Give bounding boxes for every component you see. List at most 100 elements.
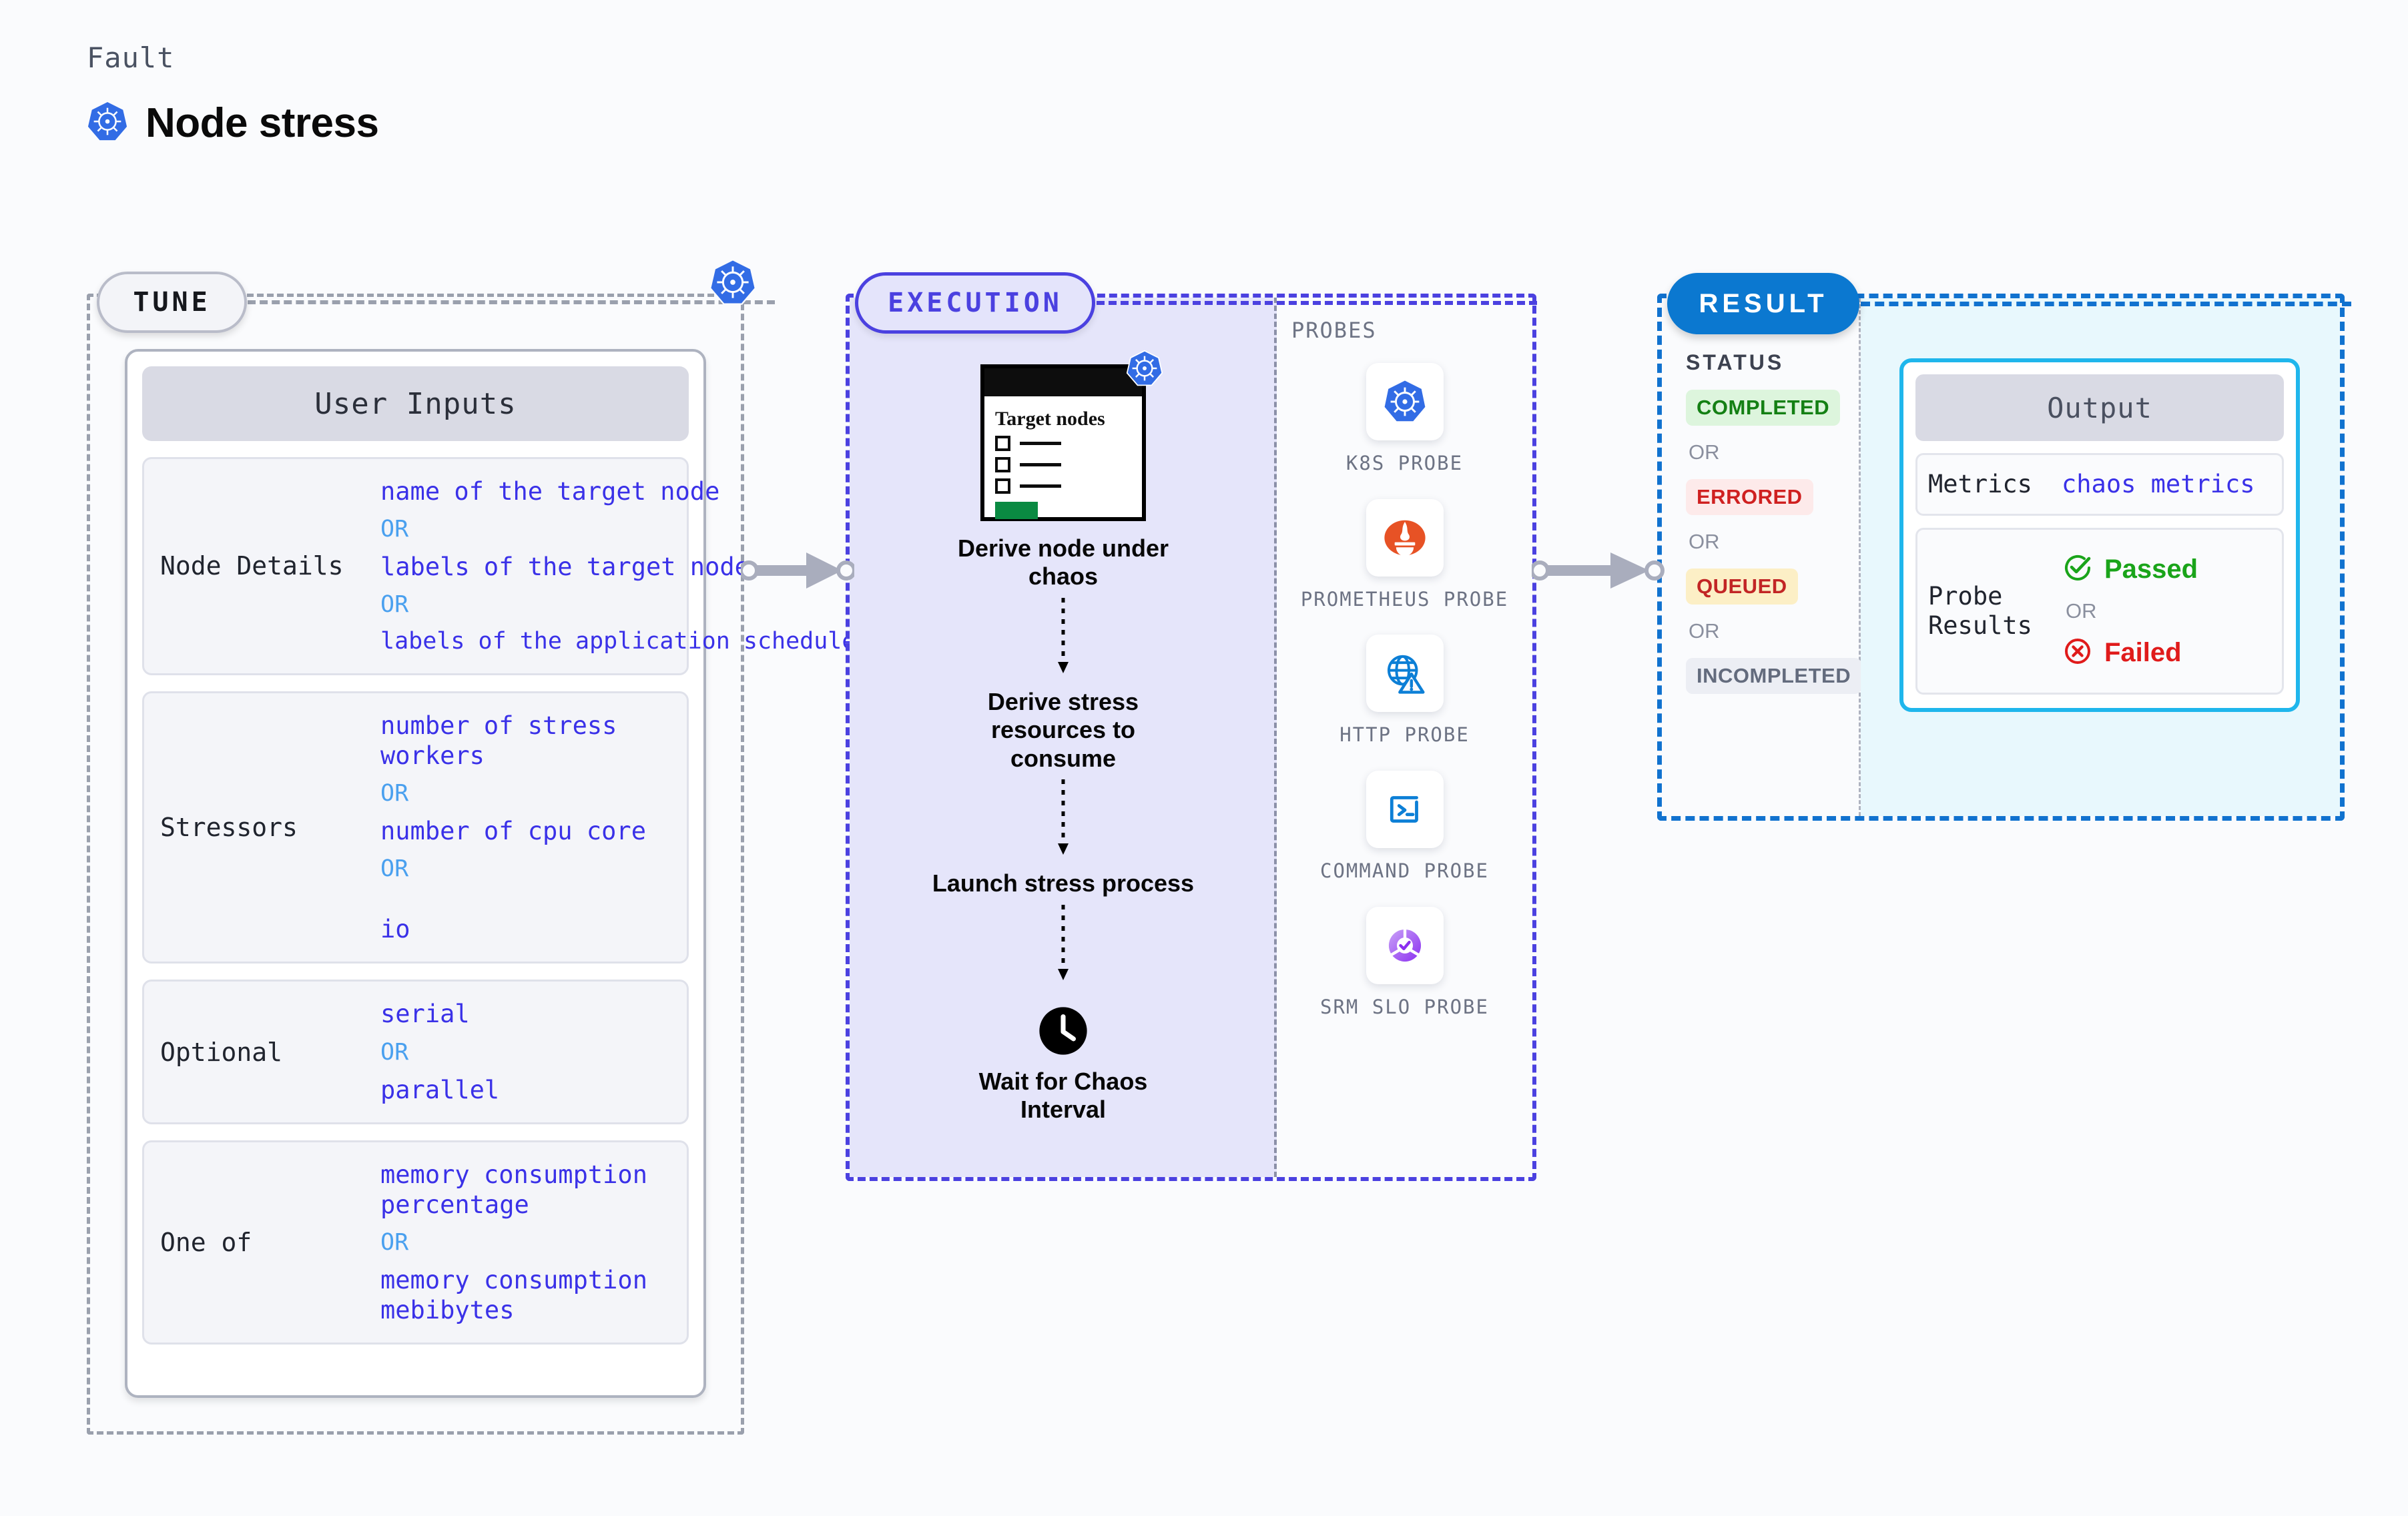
status-badge: QUEUED: [1686, 568, 1798, 605]
page-header: Fault Node stress: [87, 41, 379, 147]
prometheus-icon: [1366, 498, 1444, 577]
target-nodes-window-icon: Target nodes: [980, 350, 1163, 521]
output-zone: Output Metrics chaos metrics Probe Resul…: [1861, 298, 2340, 816]
user-inputs-title: User Inputs: [142, 366, 689, 441]
x-circle-icon: [2062, 635, 2094, 671]
input-value: number of cpu core: [380, 817, 646, 846]
output-label: Metrics: [1928, 470, 2032, 498]
tune-badge: TUNE: [97, 272, 247, 333]
or-separator: OR: [1689, 440, 1720, 464]
kubernetes-icon: [1366, 363, 1444, 440]
input-group-optional: Optional serial OR parallel: [142, 980, 689, 1124]
execution-top-dashed-line: [1097, 301, 1537, 305]
flow-step-label: Derive stress resources to consume: [987, 687, 1139, 772]
probe-name: PROMETHEUS PROBE: [1300, 587, 1509, 611]
status-column: STATUS COMPLETED OR ERRORED OR QUEUED OR…: [1662, 298, 1862, 816]
input-group-node-details: Node Details name of the target node OR …: [142, 457, 1079, 675]
or-separator: OR: [380, 855, 409, 883]
execution-flow: Target nodes: [850, 298, 1277, 1124]
status-badge: COMPLETED: [1686, 390, 1841, 426]
input-value: serial: [380, 1000, 470, 1029]
probe-result-label: Failed: [2104, 637, 2182, 667]
probe-result-failed: Failed: [2062, 635, 2198, 671]
flow-step-label: Derive node under chaos: [957, 534, 1169, 591]
line-placeholder: [1020, 484, 1061, 488]
checkbox-icon: [995, 478, 1010, 494]
or-separator: OR: [380, 1038, 409, 1066]
input-group-stressors: Stressors number of stress workers OR nu…: [142, 691, 689, 964]
mockup-title: Target nodes: [995, 408, 1105, 430]
clock-icon: [850, 1006, 1277, 1060]
probe-name: COMMAND PROBE: [1320, 859, 1489, 883]
terminal-icon: [1366, 771, 1444, 849]
input-value: io: [380, 915, 410, 944]
input-group-label: Stressors: [160, 813, 298, 843]
flow-arrow-icon: [1058, 904, 1069, 980]
probe-item-http[interactable]: HTTP PROBE: [1277, 635, 1532, 748]
page-title: Node stress: [145, 100, 379, 146]
probe-item-k8s[interactable]: K8S PROBE: [1277, 363, 1532, 476]
mockup-submit-button: [995, 502, 1038, 520]
input-group-label: Node Details: [160, 551, 344, 581]
probe-name: K8S PROBE: [1345, 452, 1464, 474]
result-panel: RESULT STATUS COMPLETED OR ERRORED OR QU…: [1657, 273, 2351, 821]
mockup-row: [995, 478, 1131, 494]
probe-item-command[interactable]: COMMAND PROBE: [1277, 771, 1532, 884]
tune-top-dashed-line: [248, 300, 775, 304]
check-circle-icon: [2062, 552, 2094, 587]
status-badge: INCOMPLETED: [1686, 658, 1862, 694]
or-separator: OR: [380, 780, 409, 807]
output-title: Output: [1915, 374, 2284, 441]
output-group-metrics: Metrics chaos metrics: [1915, 453, 2284, 516]
line-placeholder: [1020, 442, 1061, 446]
probe-name: HTTP PROBE: [1339, 723, 1470, 747]
kubernetes-icon: [1126, 350, 1163, 390]
probes-column: PROBES K8S PROBE: [1277, 298, 1532, 1177]
kubernetes-icon: [87, 101, 128, 145]
input-value: memory consumption percentage: [380, 1160, 647, 1219]
window-titlebar: [984, 368, 1142, 396]
input-value: number of stress workers: [380, 711, 617, 771]
output-label: Probe Results: [1928, 582, 2032, 640]
globe-warning-icon: [1366, 635, 1444, 713]
or-separator: OR: [380, 1228, 409, 1256]
status-badge: ERRORED: [1686, 479, 1813, 515]
input-group-label: Optional: [160, 1037, 283, 1067]
input-value: parallel: [380, 1075, 500, 1104]
execution-badge: EXECUTION: [855, 272, 1095, 334]
probe-item-srm-slo[interactable]: SRM SLO PROBE: [1277, 906, 1532, 1020]
probe-item-prometheus[interactable]: PROMETHEUS PROBE: [1277, 498, 1532, 613]
connector-execution-to-result: [1530, 547, 1665, 597]
connector-tune-to-execution: [739, 547, 856, 597]
output-group-probe-results: Probe Results Passed OR: [1915, 527, 2284, 695]
checkbox-icon: [995, 457, 1010, 473]
line-placeholder: [1020, 463, 1061, 467]
execution-flow-column: Target nodes: [850, 298, 1277, 1177]
user-inputs-card: User Inputs Node Details name of the tar…: [125, 349, 1079, 1398]
or-separator: OR: [2066, 599, 2097, 623]
probe-result-passed: Passed: [2062, 552, 2198, 587]
input-value: memory consumption mebibytes: [380, 1265, 647, 1325]
result-top-dashed-line: [1861, 302, 2351, 306]
probes-label: PROBES: [1291, 318, 1377, 343]
flow-step-label: Wait for Chaos Interval: [978, 1067, 1148, 1124]
input-group-label: One of: [160, 1227, 252, 1257]
or-separator: OR: [380, 591, 409, 619]
flow-arrow-icon: [1058, 779, 1069, 855]
or-separator: OR: [1689, 530, 1720, 553]
execution-panel: EXECUTION Target nodes: [846, 272, 1537, 1181]
checkbox-icon: [995, 436, 1010, 452]
input-group-one-of: One of memory consumption percentage OR …: [142, 1140, 689, 1345]
mockup-row: [995, 436, 1131, 452]
fault-kicker: Fault: [87, 41, 175, 74]
flow-step-label: Launch stress process: [932, 869, 1195, 897]
probe-name: SRM SLO PROBE: [1320, 995, 1489, 1018]
status-label: STATUS: [1686, 350, 1785, 374]
probe-result-label: Passed: [2104, 554, 2198, 584]
mockup-row: [995, 457, 1131, 473]
or-separator: OR: [1689, 619, 1720, 643]
flow-arrow-icon: [1058, 597, 1069, 673]
tune-panel: TUNE User Inputs Node Details name of th…: [87, 258, 1079, 1435]
or-separator: OR: [380, 516, 409, 543]
input-value: labels of the target node: [380, 552, 749, 582]
